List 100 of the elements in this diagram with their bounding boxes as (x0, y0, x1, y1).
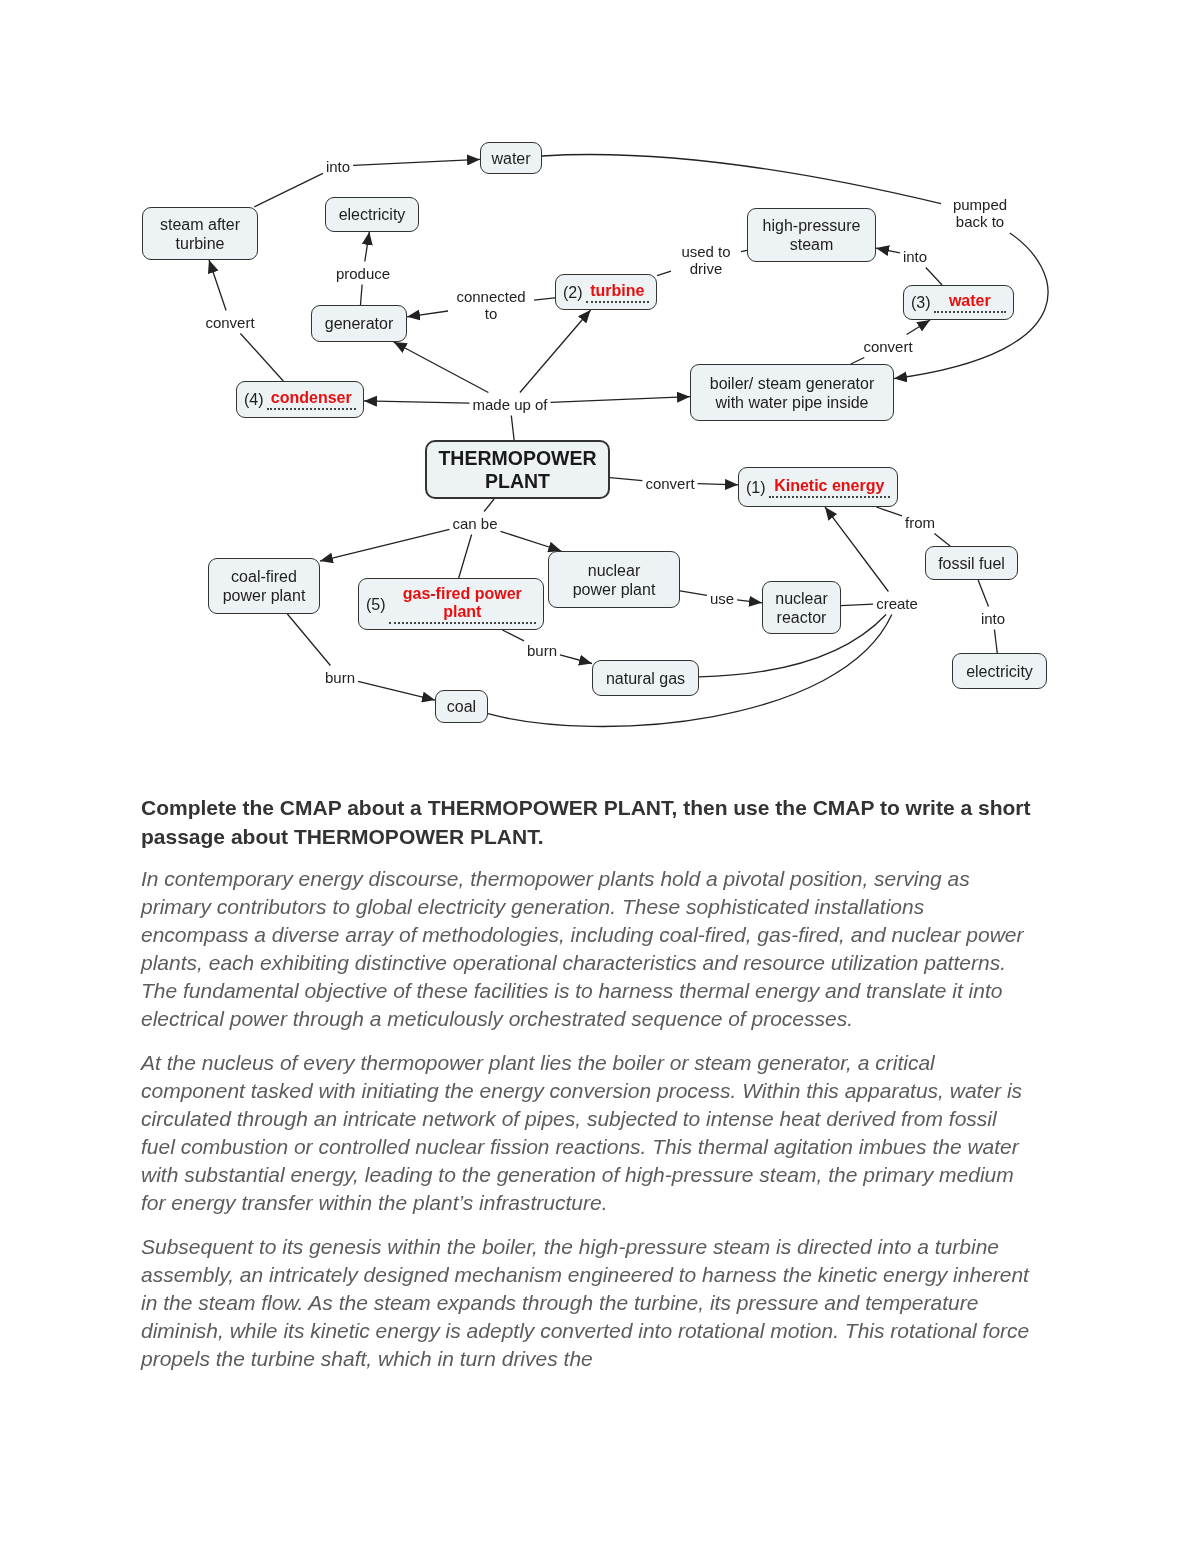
concept-label: boiler/ steam generator with water pipe inside (708, 373, 876, 412)
arrow (736, 595, 763, 607)
blank-number: (2) (563, 282, 583, 302)
answer-text: condenser (269, 389, 353, 407)
concept-box (548, 551, 680, 608)
linking-phrase: convert (205, 313, 255, 331)
linking-phrase: convert (863, 337, 913, 355)
concept-label: water (491, 148, 531, 168)
linking-phrase: into (325, 157, 351, 175)
concept-box (236, 381, 364, 418)
arrow (352, 154, 481, 166)
blank-number: (4) (244, 390, 264, 409)
answer-text: turbine (589, 281, 646, 300)
linking-phrase: pumped back to (944, 196, 1016, 230)
arrow (393, 341, 490, 394)
concept-box (325, 197, 419, 232)
blank-number: (3) (911, 293, 931, 312)
concept-box (762, 581, 841, 634)
connector-line (533, 297, 556, 301)
linking-phrase: into (980, 609, 1006, 627)
answer-text: Kinetic energy (773, 476, 886, 495)
main-concept-label: THERMOPOWER PLANT (437, 446, 598, 493)
answer-text: gas-fired power plant (401, 584, 523, 621)
arrow (549, 391, 691, 403)
linking-phrase: used to drive (674, 243, 738, 277)
connector-line (510, 414, 515, 441)
concept-label: high-pressure steam (761, 216, 862, 254)
connector-line (609, 477, 644, 482)
arrow (207, 259, 227, 312)
connector-line (239, 332, 284, 382)
concept-label: nuclear reactor (774, 588, 829, 627)
linking-phrase: burn (527, 641, 557, 659)
arrow (406, 309, 449, 321)
concept-label: fossil fuel (938, 553, 1005, 573)
concept-label: electricity (338, 205, 406, 224)
connector-line (740, 249, 748, 253)
arrow (357, 680, 436, 703)
connector-line (925, 266, 943, 286)
linking-phrase: from (905, 513, 935, 531)
linking-phrase: convert (645, 474, 695, 492)
arrow (696, 478, 739, 490)
arrow (905, 319, 931, 336)
linking-phrase: connected to (451, 288, 531, 322)
arrow (499, 530, 562, 553)
linking-phrase: produce (335, 264, 391, 282)
concept-box (208, 558, 320, 614)
concept-label: coal-fired power plant (221, 567, 307, 605)
concept-label: natural gas (605, 668, 686, 688)
connector-line (875, 506, 903, 517)
arrow (559, 654, 593, 666)
concept-box (738, 467, 898, 507)
concept-box (592, 660, 699, 696)
arrow (824, 506, 890, 593)
connector-line (850, 356, 865, 365)
connector-line (656, 270, 672, 277)
concept-label: steam after turbine (159, 214, 241, 253)
connector-line (933, 532, 951, 547)
connector-line (286, 613, 332, 667)
connector-line (253, 172, 324, 208)
connector-line (993, 628, 998, 654)
concept-box (925, 546, 1018, 580)
arrow (363, 395, 471, 407)
concept-box (435, 690, 488, 723)
linking-phrase: can be (452, 514, 498, 532)
linking-phrase: create (876, 594, 918, 612)
connector-line (501, 629, 525, 642)
passage-paragraph: In contemporary energy discourse, thermopower plants hold a pivotal position, serving as primary contributors to global electricity generation. These sophisticated installations encompass a diverse array of methodologies, including coal-fired, gas-fired, and nuclear power plants, each exhibiting distinctive operational characteristics and resource utilization patterns. The fundamental objective of these facilities is to harness thermal energy and translate it into electrical power through a meticulously orchestrated sequence of processes. (141, 866, 1025, 1032)
blank-number: (1) (746, 477, 766, 497)
arrow (519, 309, 592, 394)
concept-label: generator (324, 314, 394, 333)
linking-phrase: burn (325, 668, 355, 686)
connector-line (541, 153, 942, 205)
connector-line (487, 613, 893, 728)
connector-line (483, 498, 495, 513)
answer-text: water (947, 292, 992, 310)
arrow (893, 232, 1049, 382)
connector-line (458, 533, 473, 579)
passage-paragraph: Subsequent to its genesis within the boiler, the high-pressure steam is directed into a turbine assembly, an intricately designed mechanism engineered to harness the kinetic energy inherent in the steam flow. As the steam expands through the turbine, its pressure and temperature diminish, while its kinetic energy is adeptly converted into rotational motion. This rotational force propels the turbine shaft, which in turn drives the (141, 1234, 1031, 1372)
connector-line (840, 603, 874, 607)
concept-box (690, 364, 894, 421)
concept-box (480, 142, 542, 174)
concept-box (952, 653, 1047, 689)
concept-box (311, 305, 407, 342)
concept-label: electricity (966, 661, 1033, 681)
connector-line (698, 613, 887, 678)
concept-label: coal (446, 697, 477, 716)
concept-box (358, 578, 544, 630)
connector-line (679, 590, 708, 597)
concept-box (555, 274, 657, 310)
arrow (361, 231, 373, 263)
connector-line (359, 283, 363, 306)
linking-phrase: into (902, 247, 928, 265)
concept-label: nuclear power plant (571, 560, 657, 599)
arrow (319, 528, 451, 564)
concept-box (903, 285, 1014, 320)
instruction-text: Complete the CMAP about a THERMOPOWER PLANT, then use the CMAP to write a short passage about THERMOPOWER PLANT. (141, 795, 1032, 850)
concept-box (747, 208, 876, 262)
linking-phrase: made up of (472, 395, 548, 413)
main-concept-box (425, 440, 610, 499)
arrow (875, 245, 901, 257)
